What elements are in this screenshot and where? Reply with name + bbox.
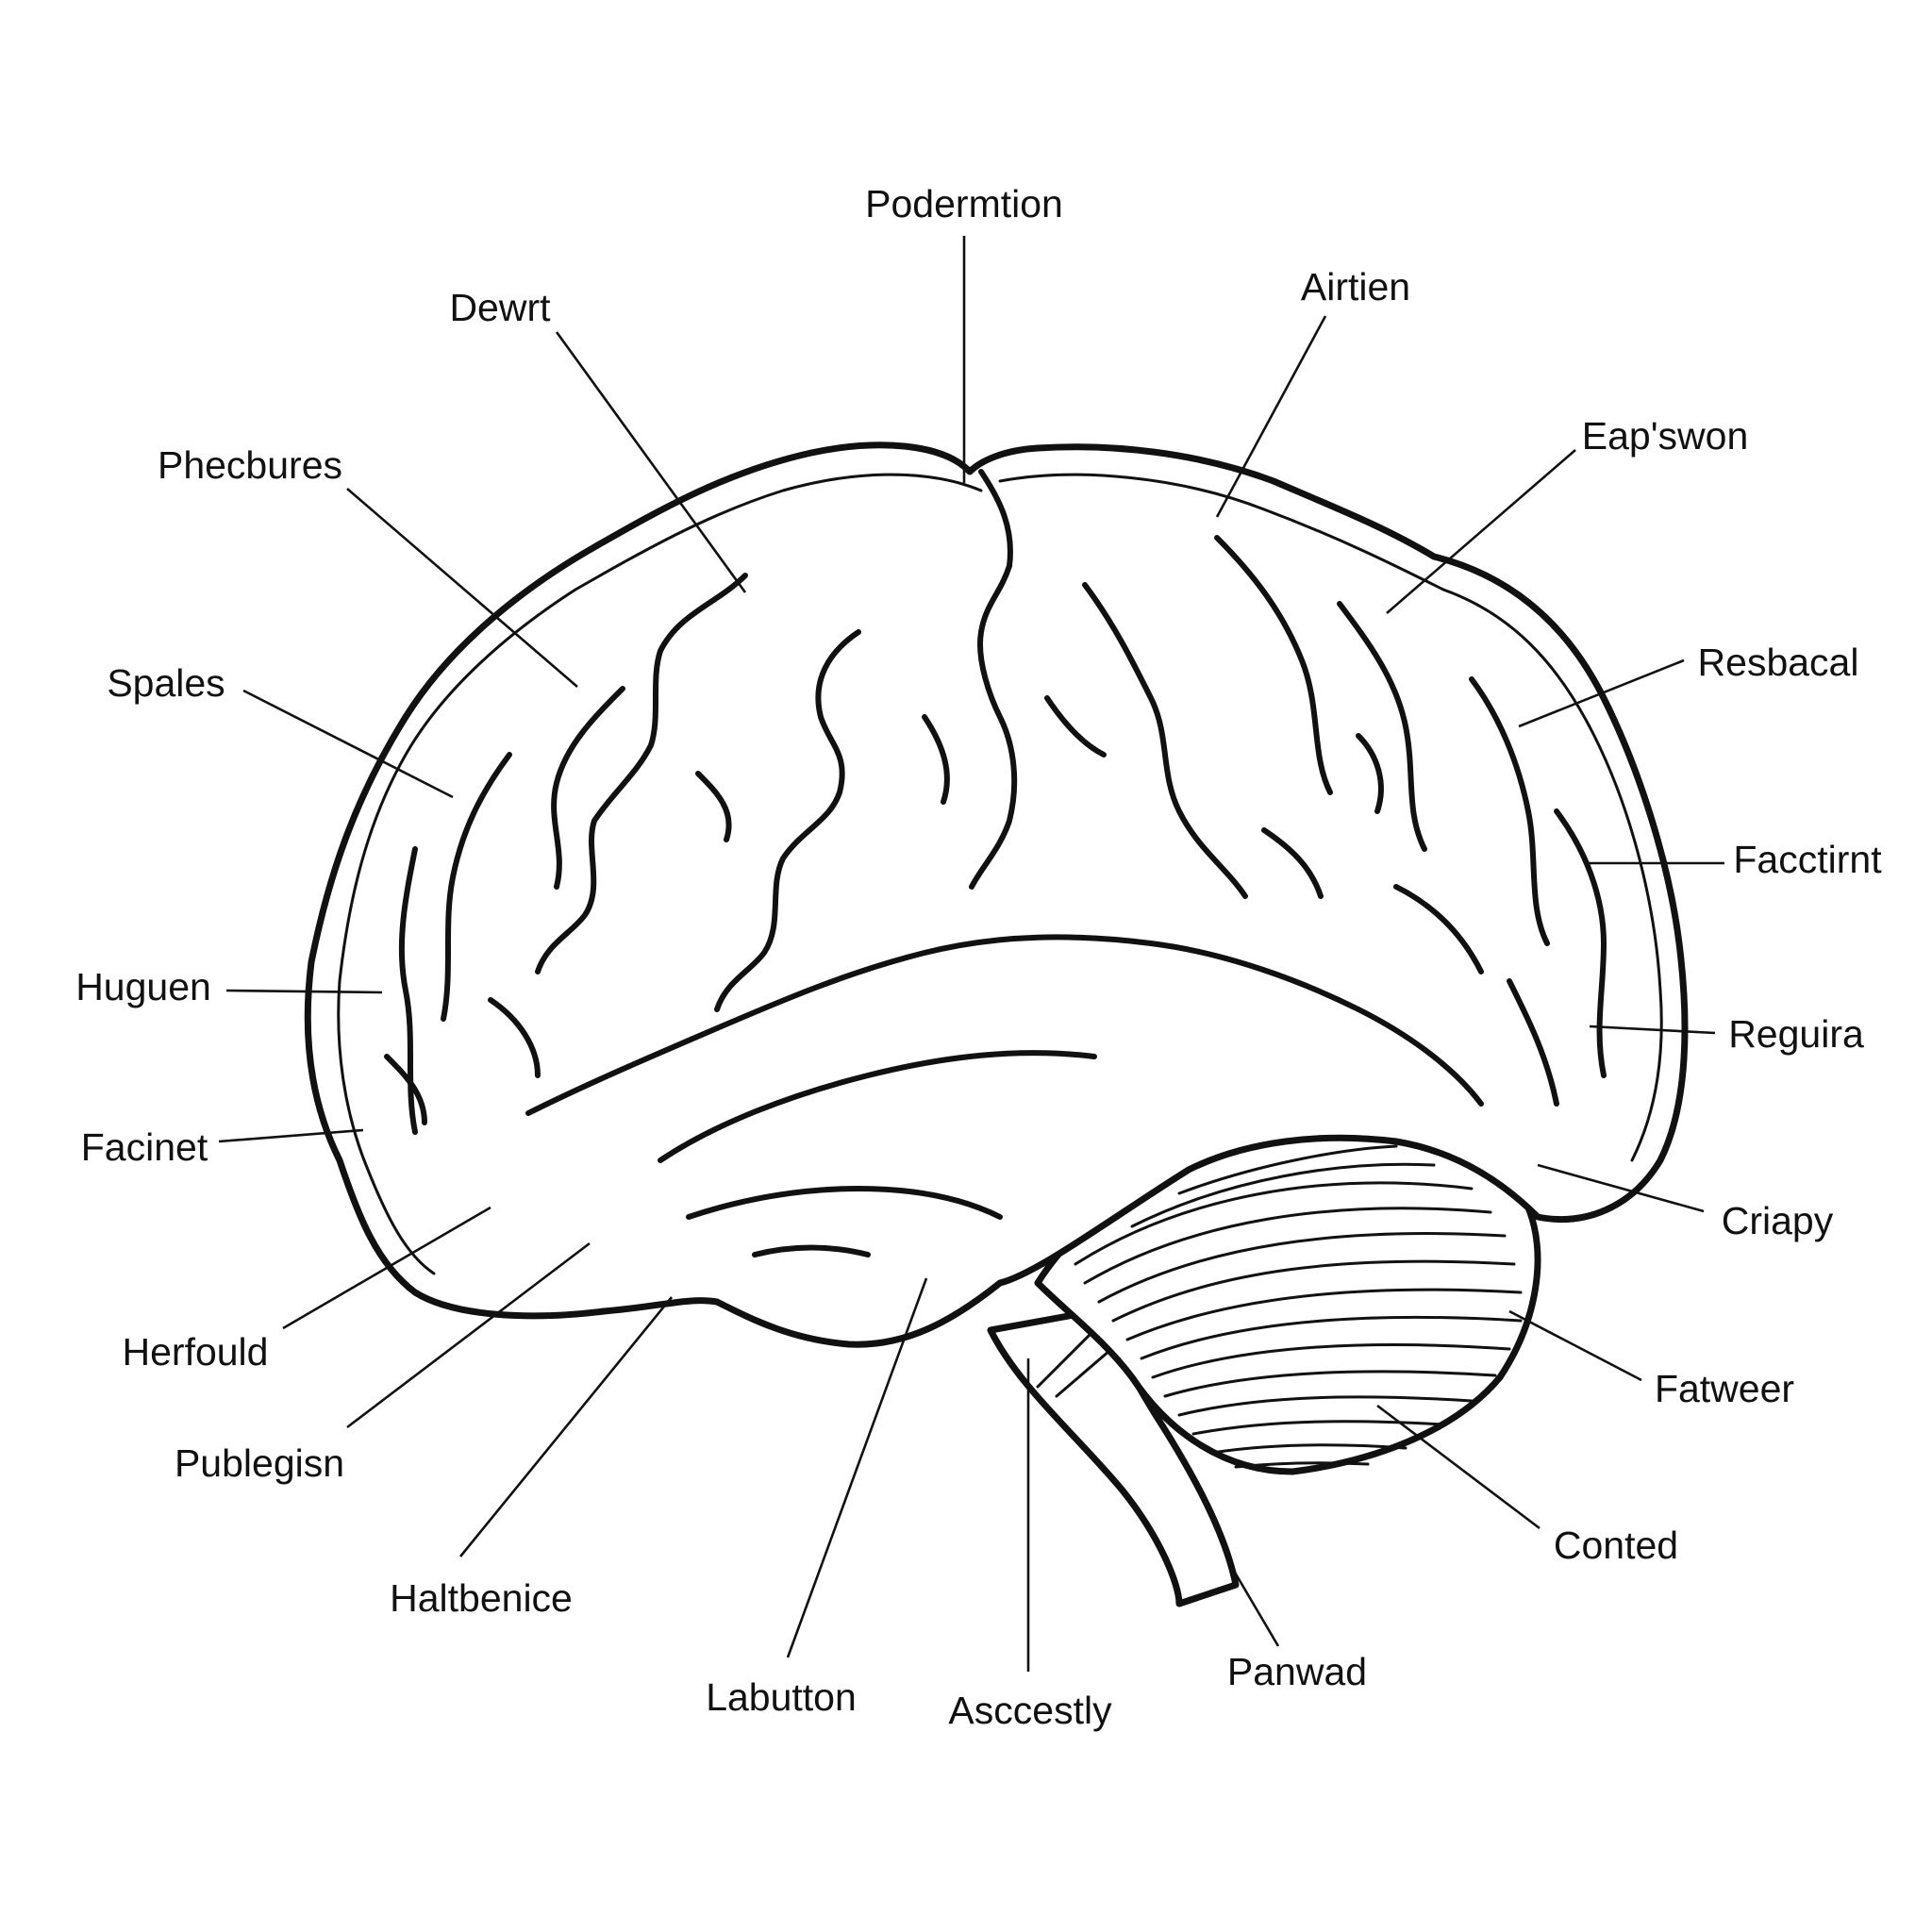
label-podermtion: Podermtion [865, 182, 1063, 225]
leader-facinet [218, 1128, 364, 1143]
leader-haltbenice [458, 1296, 674, 1557]
cerebrum [304, 441, 1689, 1348]
label-eapswon: Eap'swon [1582, 414, 1749, 458]
label-criapy: Criapy [1722, 1199, 1834, 1242]
leader-phecbures [346, 488, 578, 688]
leader-herfould [282, 1206, 491, 1330]
leader-lines [218, 236, 1724, 1672]
label-labutton: Labutton [706, 1675, 857, 1719]
label-huguen: Huguen [75, 965, 211, 1008]
label-conted: Conted [1554, 1524, 1678, 1567]
leader-conted [1376, 1404, 1541, 1530]
label-spales: Spales [107, 661, 225, 705]
label-dewrt: Dewrt [449, 286, 551, 329]
leader-dewrt [555, 331, 747, 593]
leader-eapswon [1386, 449, 1576, 614]
leader-huguen [225, 989, 383, 994]
leader-resbacal [1518, 658, 1685, 728]
leader-reguira [1589, 1024, 1716, 1035]
labels: Podermtion Dewrt Airtien Phecbures Eap's… [75, 182, 1882, 1732]
label-facinet: Facinet [81, 1125, 208, 1169]
label-herfould: Herfould [123, 1330, 269, 1374]
label-panwad: Panwad [1227, 1650, 1367, 1693]
label-fatweer: Fatweer [1655, 1367, 1794, 1410]
leader-criapy [1537, 1163, 1705, 1213]
leader-airtien [1215, 315, 1327, 518]
label-facctirnt: Facctirnt [1733, 838, 1882, 881]
label-publegisn: Publegisn [175, 1441, 344, 1485]
label-resbacal: Resbacal [1698, 641, 1859, 684]
cerebellum [1034, 1126, 1541, 1475]
label-airtien: Airtien [1301, 265, 1410, 308]
label-phecbures: Phecbures [158, 443, 342, 487]
label-haltbenice: Haltbenice [390, 1576, 573, 1620]
cerebellum-folia [1074, 1144, 1523, 1469]
leader-fatweer [1508, 1309, 1642, 1382]
leader-panwad [1229, 1565, 1280, 1647]
leader-labutton [786, 1277, 928, 1658]
leader-publegisn [346, 1241, 591, 1429]
label-asccestly: Asccestly [948, 1689, 1112, 1732]
leader-spales [242, 689, 454, 799]
cortex-folds [384, 469, 1607, 1257]
label-reguira: Reguira [1728, 1012, 1864, 1056]
